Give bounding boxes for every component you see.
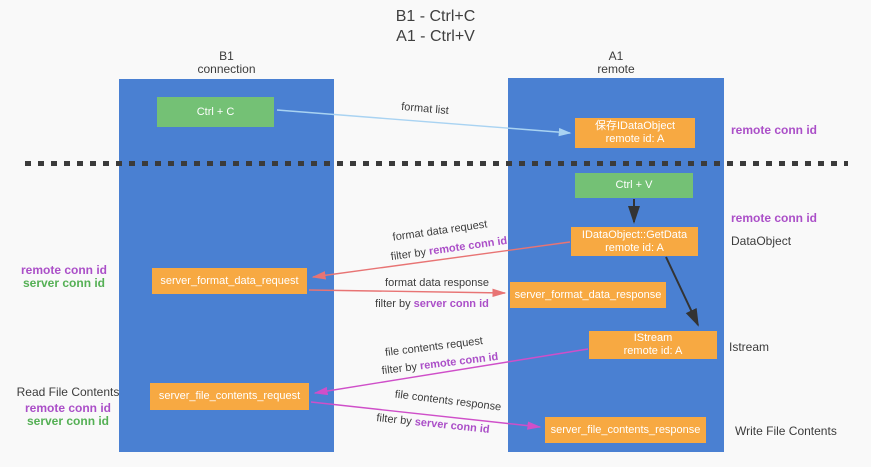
filter-by-text: filter by — [375, 412, 416, 429]
diagram-title: B1 - Ctrl+C A1 - Ctrl+V — [0, 7, 871, 47]
ctrl-c-label: Ctrl + C — [196, 105, 235, 118]
server-format-data-request-box: server_format_data_request — [152, 268, 307, 294]
ctrl-c-box: Ctrl + C — [157, 97, 274, 127]
ctrl-v-label: Ctrl + V — [615, 179, 653, 191]
getdata-box: IDataObject::GetData remote id: A — [571, 227, 698, 256]
server-file-contents-request-label: server_file_contents_request — [158, 390, 301, 402]
column-header-b1: B1 connection — [119, 50, 334, 76]
remote-conn-id-text: remote conn id — [428, 234, 508, 258]
server-format-data-response-label: server_format_data_response — [514, 288, 662, 301]
left-conn-id-labels: remote conn id server conn id — [18, 264, 110, 290]
format-data-response-label: format data response — [385, 277, 489, 289]
ctrl-v-box: Ctrl + V — [575, 173, 693, 198]
column-b1-name: B1 — [219, 49, 234, 63]
left-server-conn-id-label-2: server conn id — [26, 414, 110, 428]
column-header-a1: A1 remote — [508, 50, 724, 76]
format-data-response-arrow — [308, 288, 507, 298]
read-file-contents-block: Read File Contents remote conn id server… — [16, 386, 120, 428]
filter-by-text: filter by — [381, 360, 421, 378]
filter-by-text: filter by — [375, 298, 414, 310]
read-file-contents-label: Read File Contents — [16, 385, 120, 399]
left-remote-conn-id-label: remote conn id — [20, 263, 107, 277]
remote-conn-id-label-mid: remote conn id — [731, 211, 818, 225]
server-conn-id-text: server conn id — [414, 416, 491, 436]
server-conn-id-text: server conn id — [413, 298, 489, 310]
remote-conn-id-label-top: remote conn id — [731, 123, 818, 137]
left-remote-conn-id-label-2: remote conn id — [24, 401, 111, 415]
title-line-2: A1 - Ctrl+V — [396, 28, 475, 45]
getdata-line2: remote id: A — [605, 241, 664, 254]
istream-line2: remote id: A — [623, 345, 683, 357]
format-list-label: format list — [400, 100, 450, 118]
server-format-data-request-label: server_format_data_request — [160, 274, 299, 287]
column-b1-role: connection — [197, 62, 256, 76]
column-a1-name: A1 — [608, 49, 624, 63]
remote-conn-id-text: remote conn id — [419, 350, 499, 373]
save-idataobject-box: 保存IDataObject remote id: A — [575, 118, 695, 148]
server-file-contents-request-box: server_file_contents_request — [150, 383, 309, 410]
server-format-data-response-box: server_format_data_response — [510, 282, 666, 308]
istream-line1: IStream — [633, 332, 673, 344]
server-file-contents-response-label: server_file_contents_response — [550, 423, 701, 436]
filter-by-text: filter by — [390, 245, 430, 264]
save-idataobject-line2: remote id: A — [605, 133, 665, 145]
getdata-line1: IDataObject::GetData — [581, 228, 688, 241]
save-idataobject-line1: 保存IDataObject — [594, 120, 676, 132]
title-line-1: B1 - Ctrl+C — [395, 8, 476, 25]
write-file-contents-label: Write File Contents — [735, 424, 837, 438]
file-contents-response-label: file contents response — [394, 388, 502, 414]
dataobject-label: DataObject — [731, 234, 792, 248]
left-server-conn-id-label: server conn id — [22, 276, 106, 290]
istream-side-label: Istream — [729, 340, 770, 354]
filter-by-server-label-2: filter by server conn id — [376, 412, 490, 436]
server-file-contents-response-box: server_file_contents_response — [545, 417, 706, 443]
dashed-separator — [25, 161, 848, 166]
column-a1-role: remote — [597, 62, 635, 76]
istream-box: IStream remote id: A — [589, 331, 717, 359]
filter-by-server-label-1: filter by server conn id — [375, 298, 489, 310]
